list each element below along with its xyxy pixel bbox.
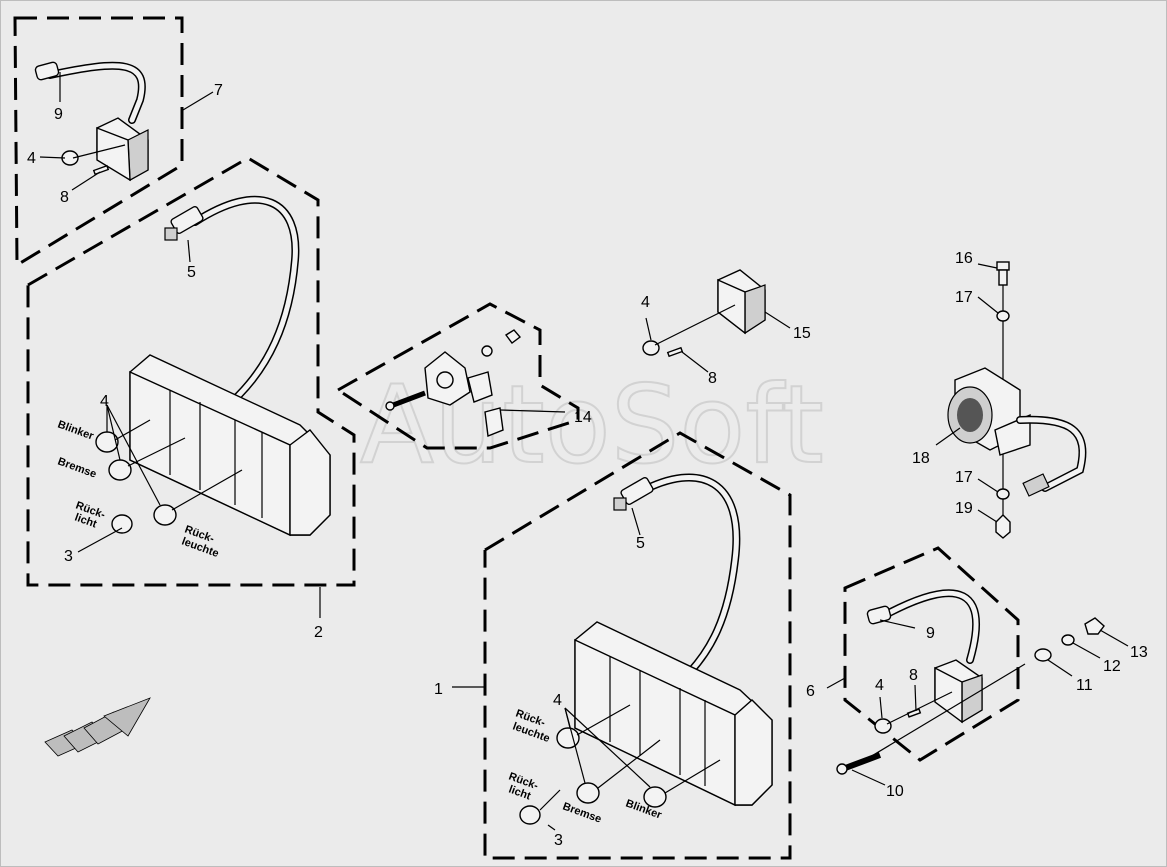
- washer-11: [1034, 648, 1052, 662]
- buzzer-body: [947, 367, 1031, 456]
- callout-5-left: 5: [187, 264, 196, 281]
- mount-bracket: [424, 351, 504, 437]
- callout-19: 19: [955, 500, 973, 517]
- connector-9-top: [34, 61, 60, 81]
- callout-8-center: 8: [708, 370, 717, 387]
- group-6-side-lamp: [826, 546, 1129, 786]
- washer-12: [1061, 634, 1075, 646]
- callout-17-bottom: 17: [955, 469, 973, 486]
- group-14-bracket: [335, 302, 580, 450]
- connector-5-left: [164, 205, 204, 241]
- lamp-housing-6: [934, 659, 983, 724]
- callout-6: 6: [806, 683, 815, 700]
- callout-12: 12: [1103, 658, 1121, 675]
- connector-9-bottom: [866, 605, 892, 625]
- label-blinker-left: Blinker: [56, 419, 96, 443]
- direction-arrow-icon: [44, 697, 151, 757]
- nut-13: [1084, 617, 1105, 635]
- washer-nut: [481, 329, 522, 357]
- screw-left: [385, 390, 426, 411]
- callout-8-top: 8: [60, 189, 69, 206]
- callout-15: 15: [793, 325, 811, 342]
- bulb-4-small-right: [874, 718, 892, 734]
- group-2-tail-lamp: [26, 156, 356, 618]
- lamp-housing-15: [717, 269, 766, 335]
- washer-17-bottom: [996, 488, 1010, 500]
- tail-lamp-housing-left: [129, 354, 331, 537]
- label-bremse-left: Bremse: [56, 456, 98, 481]
- callout-16: 16: [955, 250, 973, 267]
- bulbs-left: [95, 431, 177, 534]
- bolt-16: [996, 261, 1010, 286]
- callout-17-top: 17: [955, 289, 973, 306]
- callout-8-small-right: 8: [909, 667, 918, 684]
- callout-4-left: 4: [100, 393, 109, 410]
- callout-4-right: 4: [553, 692, 562, 709]
- callout-10: 10: [886, 783, 904, 800]
- callout-1: 1: [434, 681, 443, 698]
- bulb-4-center: [642, 340, 660, 356]
- callout-7: 7: [214, 82, 223, 99]
- washer-17-top: [996, 310, 1010, 322]
- callout-14: 14: [574, 409, 592, 426]
- callout-3-right: 3: [554, 832, 563, 849]
- callout-13: 13: [1130, 644, 1148, 661]
- callout-4-center: 4: [641, 294, 650, 311]
- bulbs-right: [519, 727, 667, 825]
- callout-3-left: 3: [64, 548, 73, 565]
- callout-9-bottom: 9: [926, 625, 935, 642]
- tail-lamp-housing-right: [574, 621, 773, 807]
- connector-18: [1022, 473, 1050, 497]
- callout-18: 18: [912, 450, 930, 467]
- group-7-side-lamp: [13, 16, 214, 268]
- group-15-lamp: [642, 269, 791, 373]
- label-bremse-right: Bremse: [561, 801, 603, 826]
- small-lamp-housing: [96, 117, 149, 182]
- group-1-tail-lamp: [452, 431, 792, 860]
- callout-11: 11: [1076, 677, 1093, 694]
- group-18-buzzer: [935, 261, 1087, 539]
- callout-4-top: 4: [27, 150, 36, 167]
- callout-2: 2: [314, 624, 323, 641]
- callout-9-top: 9: [54, 106, 63, 123]
- callout-4-small-right: 4: [875, 677, 884, 694]
- callout-5-right: 5: [636, 535, 645, 552]
- fuse-8-center: [666, 346, 684, 358]
- nut-19: [995, 514, 1011, 539]
- connector-5-right: [613, 476, 654, 511]
- fuse-8-small: [92, 164, 110, 176]
